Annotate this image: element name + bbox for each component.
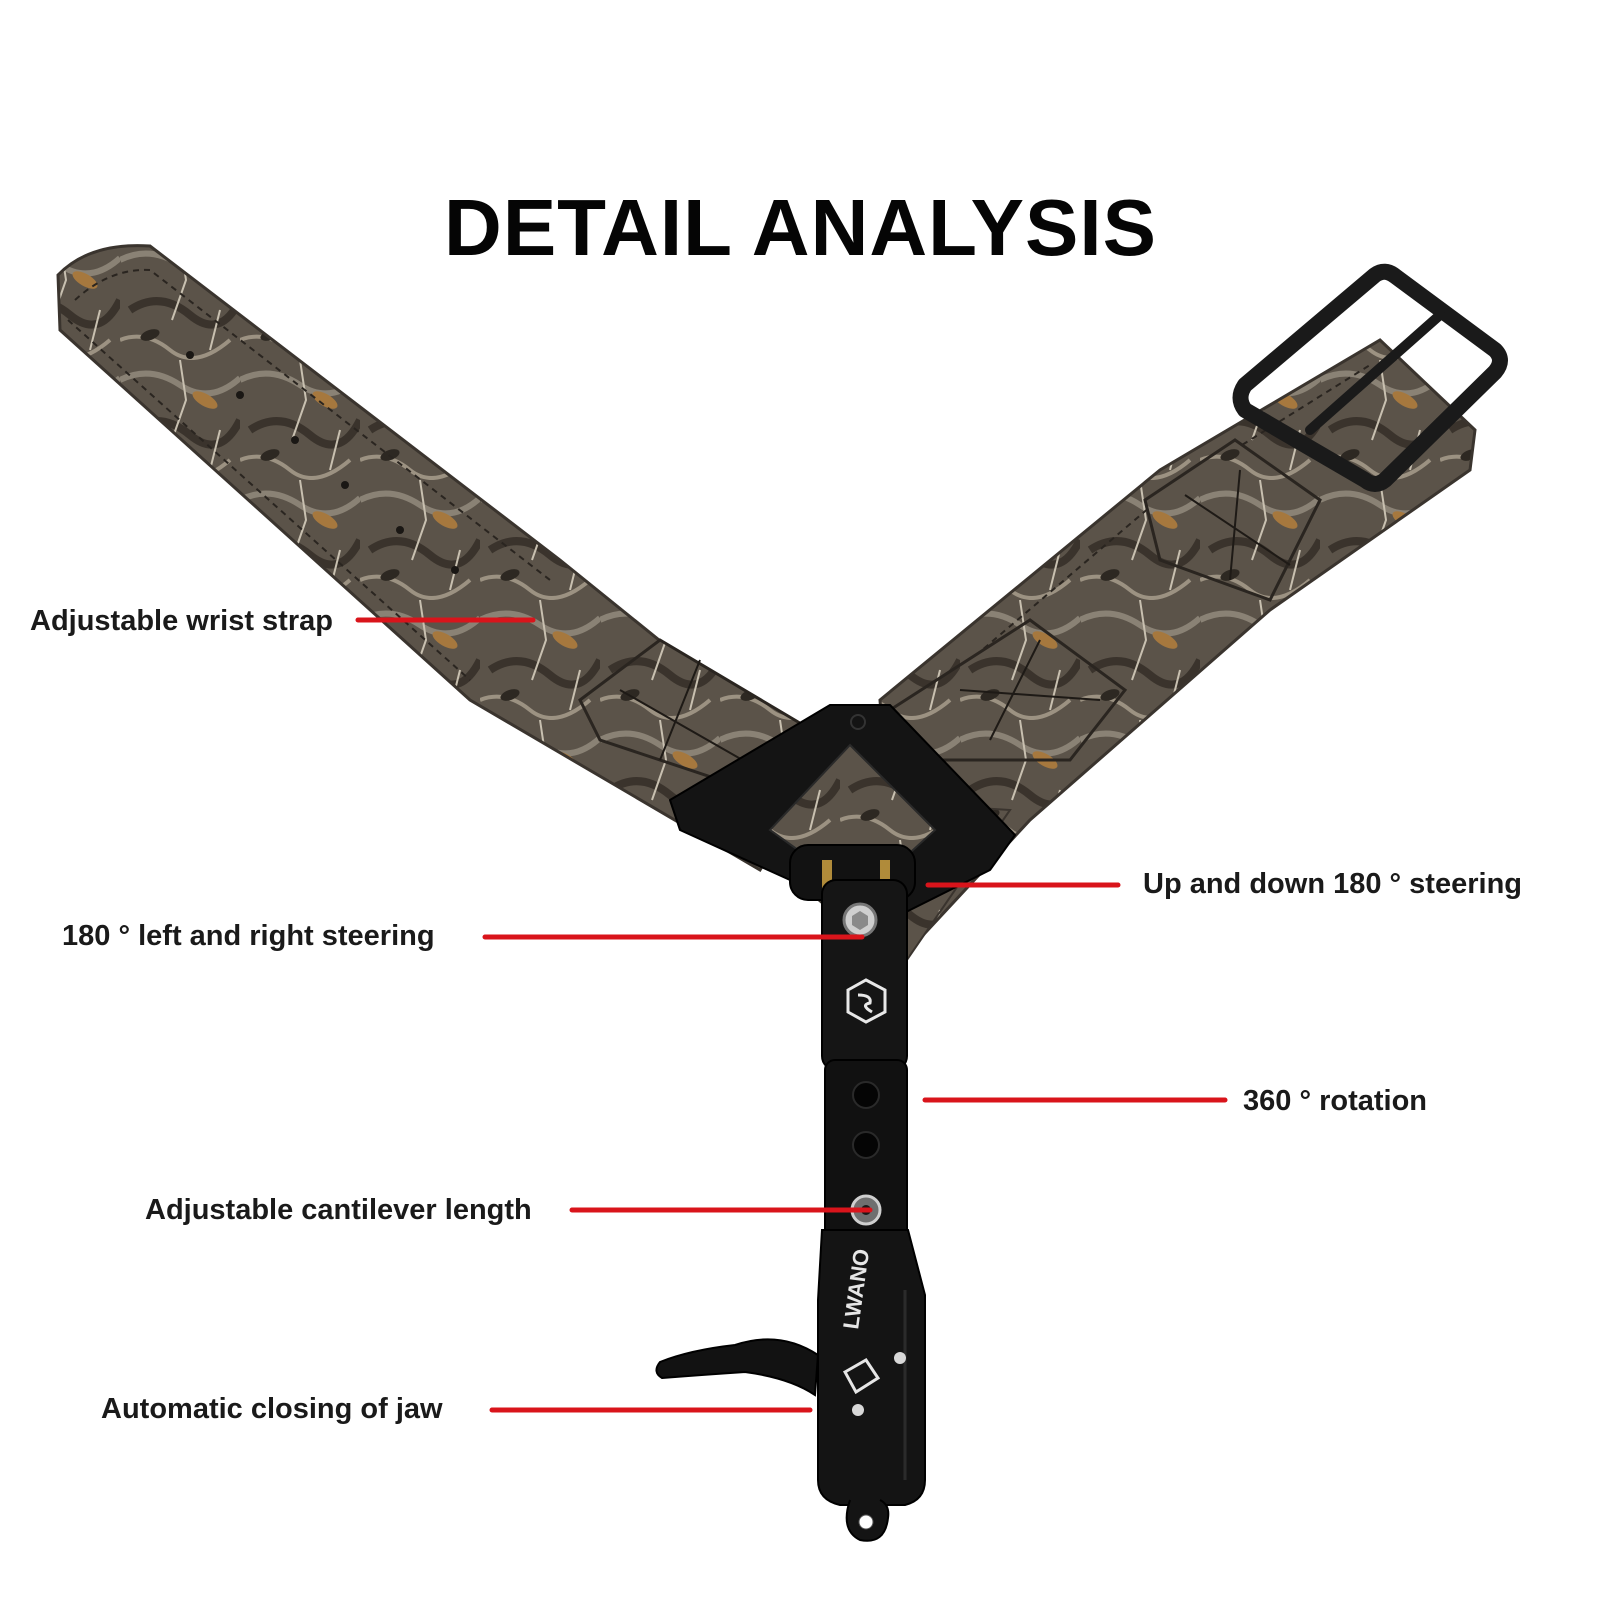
label-jaw-closing: Automatic closing of jaw	[101, 1393, 443, 1425]
label-rotation: 360 ° rotation	[1243, 1085, 1428, 1117]
left-strap	[56, 244, 823, 873]
release-arm: LWANO	[655, 844, 926, 1542]
label-wrist-strap: Adjustable wrist strap	[30, 605, 333, 637]
page-title: DETAIL ANALYSIS	[444, 183, 1157, 272]
label-cantilever-length: Adjustable cantilever length	[145, 1194, 532, 1226]
label-left-right-steering: 180 ° left and right steering	[62, 920, 435, 952]
label-up-down-steering: Up and down 180 ° steering	[1143, 868, 1522, 900]
right-strap	[878, 263, 1508, 964]
leader-lines	[355, 617, 1228, 1413]
